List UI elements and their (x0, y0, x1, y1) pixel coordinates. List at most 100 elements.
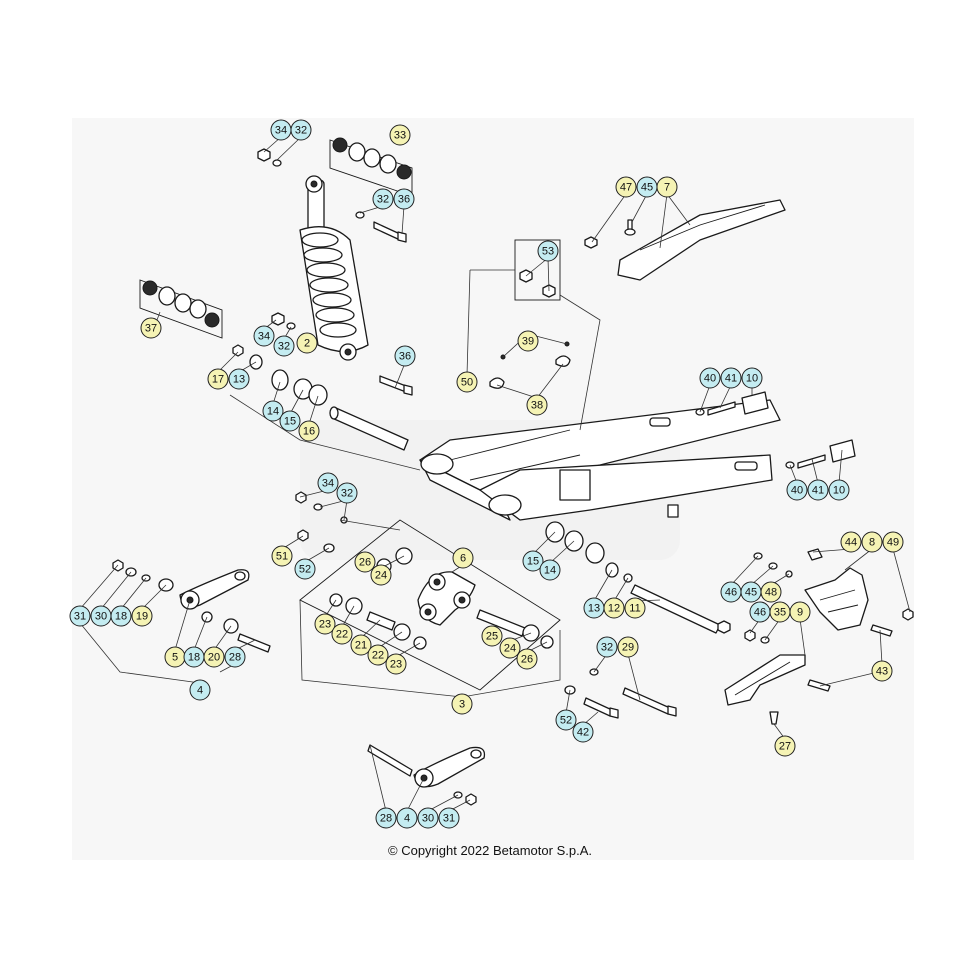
callout-26[interactable]: 26 (354, 551, 376, 573)
callout-38[interactable]: 38 (526, 394, 548, 416)
callout-17[interactable]: 17 (207, 368, 229, 390)
callout-4[interactable]: 4 (189, 679, 211, 701)
callout-32[interactable]: 32 (596, 636, 618, 658)
callout-34[interactable]: 34 (270, 119, 292, 141)
callout-28[interactable]: 28 (375, 807, 397, 829)
shock-spring (301, 232, 357, 338)
callout-label: 4 (404, 813, 410, 825)
callout-23[interactable]: 23 (314, 613, 336, 635)
callout-37[interactable]: 37 (140, 317, 162, 339)
callout-39[interactable]: 39 (517, 330, 539, 352)
linkage-rod-bottom (367, 744, 486, 806)
callout-label: 30 (422, 813, 434, 825)
callout-label: 48 (765, 587, 777, 599)
callout-9[interactable]: 9 (789, 601, 811, 623)
callout-32[interactable]: 32 (290, 119, 312, 141)
callout-13[interactable]: 13 (228, 368, 250, 390)
callout-label: 42 (577, 727, 589, 739)
callout-35[interactable]: 35 (769, 601, 791, 623)
callout-45[interactable]: 45 (740, 581, 762, 603)
bearing-kit-33 (329, 137, 413, 197)
callout-label: 52 (299, 564, 311, 576)
callout-52[interactable]: 52 (555, 709, 577, 731)
callout-32[interactable]: 32 (372, 188, 394, 210)
callout-14[interactable]: 14 (262, 400, 284, 422)
callout-41[interactable]: 41 (807, 479, 829, 501)
callout-14[interactable]: 14 (539, 559, 561, 581)
callout-23[interactable]: 23 (385, 653, 407, 675)
callout-18[interactable]: 18 (183, 646, 205, 668)
callout-40[interactable]: 40 (786, 479, 808, 501)
callout-30[interactable]: 30 (417, 807, 439, 829)
callout-label: 13 (588, 603, 600, 615)
callout-44[interactable]: 44 (840, 531, 862, 553)
callout-24[interactable]: 24 (370, 564, 392, 586)
callout-label: 36 (398, 194, 410, 206)
callout-4[interactable]: 4 (396, 807, 418, 829)
callout-26[interactable]: 26 (516, 648, 538, 670)
callout-label: 13 (233, 374, 245, 386)
callout-label: 21 (355, 640, 367, 652)
callout-34[interactable]: 34 (317, 472, 339, 494)
callout-52[interactable]: 52 (294, 558, 316, 580)
callout-24[interactable]: 24 (499, 637, 521, 659)
callout-32[interactable]: 32 (336, 482, 358, 504)
callout-19[interactable]: 19 (131, 605, 153, 627)
callout-28[interactable]: 28 (224, 646, 246, 668)
callout-6[interactable]: 6 (452, 547, 474, 569)
callout-47[interactable]: 47 (615, 176, 637, 198)
callout-16[interactable]: 16 (298, 420, 320, 442)
callout-13[interactable]: 13 (583, 597, 605, 619)
callout-46[interactable]: 46 (749, 601, 771, 623)
callout-label: 35 (774, 607, 786, 619)
callout-45[interactable]: 45 (636, 176, 658, 198)
callout-18[interactable]: 18 (110, 605, 132, 627)
callout-25[interactable]: 25 (481, 625, 503, 647)
callout-label: 36 (399, 351, 411, 363)
callout-36[interactable]: 36 (394, 345, 416, 367)
callout-label: 3 (459, 699, 465, 711)
callout-30[interactable]: 30 (90, 605, 112, 627)
callout-10[interactable]: 10 (741, 367, 763, 389)
callout-label: 10 (746, 373, 758, 385)
callout-15[interactable]: 15 (522, 550, 544, 572)
callout-22[interactable]: 22 (367, 644, 389, 666)
linkage-bolts (564, 668, 677, 719)
callout-48[interactable]: 48 (760, 581, 782, 603)
callout-32[interactable]: 32 (273, 335, 295, 357)
callout-53[interactable]: 53 (537, 240, 559, 262)
callout-49[interactable]: 49 (882, 531, 904, 553)
callout-51[interactable]: 51 (271, 545, 293, 567)
callout-label: 12 (608, 603, 620, 615)
callout-31[interactable]: 31 (438, 807, 460, 829)
callout-29[interactable]: 29 (617, 636, 639, 658)
callout-36[interactable]: 36 (393, 188, 415, 210)
callout-43[interactable]: 43 (871, 660, 893, 682)
callout-21[interactable]: 21 (350, 634, 372, 656)
callout-10[interactable]: 10 (828, 479, 850, 501)
callout-label: 41 (812, 485, 824, 497)
callout-50[interactable]: 50 (456, 371, 478, 393)
callout-12[interactable]: 12 (603, 597, 625, 619)
callout-34[interactable]: 34 (253, 325, 275, 347)
callout-3[interactable]: 3 (451, 693, 473, 715)
callout-label: 18 (188, 652, 200, 664)
callout-27[interactable]: 27 (774, 735, 796, 757)
callout-label: 22 (372, 650, 384, 662)
callout-20[interactable]: 20 (203, 646, 225, 668)
callout-46[interactable]: 46 (720, 581, 742, 603)
chain-guide-8 (804, 548, 914, 637)
callout-11[interactable]: 11 (624, 597, 646, 619)
callout-2[interactable]: 2 (296, 332, 318, 354)
callout-15[interactable]: 15 (279, 410, 301, 432)
callout-31[interactable]: 31 (69, 605, 91, 627)
callout-33[interactable]: 33 (389, 124, 411, 146)
callout-7[interactable]: 7 (656, 176, 678, 198)
callout-41[interactable]: 41 (720, 367, 742, 389)
callout-5[interactable]: 5 (164, 646, 186, 668)
callout-40[interactable]: 40 (699, 367, 721, 389)
callout-22[interactable]: 22 (331, 623, 353, 645)
callout-8[interactable]: 8 (861, 531, 883, 553)
callout-42[interactable]: 42 (572, 721, 594, 743)
